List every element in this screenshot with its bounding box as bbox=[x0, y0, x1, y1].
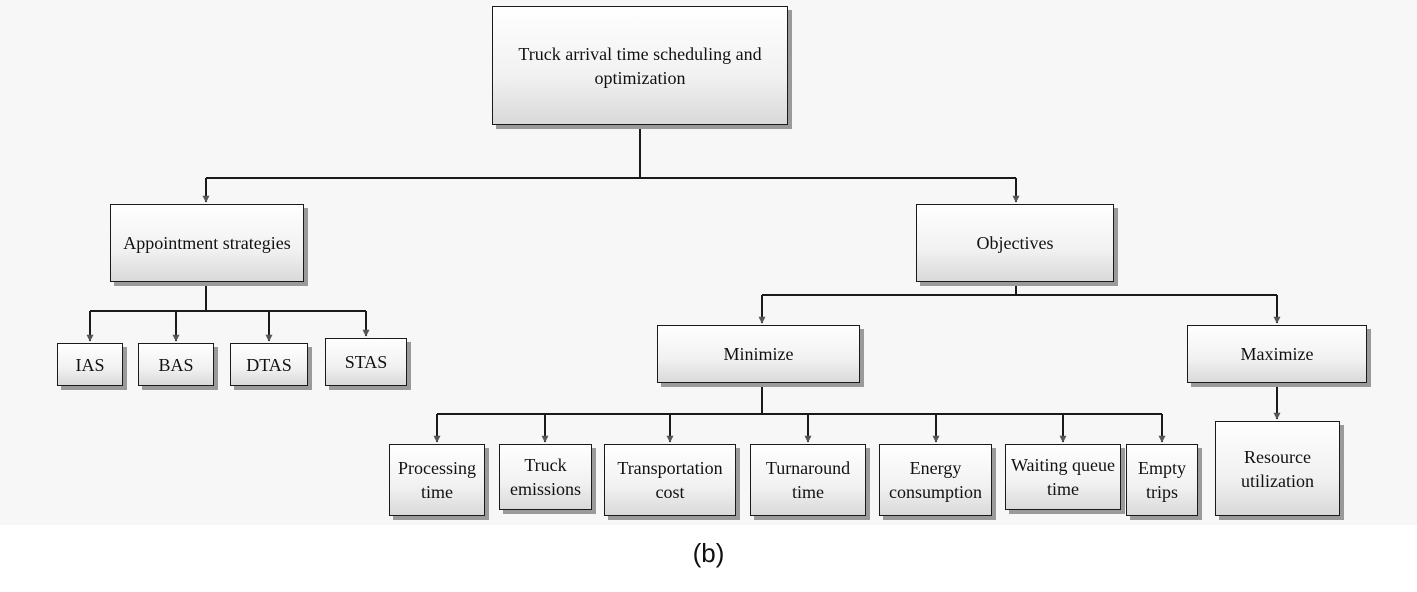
root-node: Truck arrival time scheduling and optimi… bbox=[492, 6, 788, 125]
maximize-item-resource-utilization: Resource utilization bbox=[1215, 421, 1340, 516]
minimize-item-processing-time: Processing time bbox=[389, 444, 485, 516]
strategy-dtas-node: DTAS bbox=[230, 343, 308, 386]
appointment-strategies-node: Appointment strategies bbox=[110, 204, 304, 282]
minimize-item-energy-consumption: Energy consumption bbox=[879, 444, 992, 516]
strategy-bas-node: BAS bbox=[138, 343, 214, 386]
minimize-item-waiting-queue-time: Waiting queue time bbox=[1005, 444, 1121, 510]
minimize-item-transportation-cost: Transportation cost bbox=[604, 444, 736, 516]
figure-caption: (b) bbox=[692, 538, 725, 568]
strategy-stas-node: STAS bbox=[325, 338, 407, 386]
strategy-ias-node: IAS bbox=[57, 343, 123, 386]
minimize-item-truck-emissions: Truck emissions bbox=[499, 444, 592, 510]
minimize-item-empty-trips: Empty trips bbox=[1126, 444, 1198, 516]
minimize-item-turnaround-time: Turnaround time bbox=[750, 444, 866, 516]
objectives-node: Objectives bbox=[916, 204, 1114, 282]
maximize-node: Maximize bbox=[1187, 325, 1367, 383]
minimize-node: Minimize bbox=[657, 325, 860, 383]
